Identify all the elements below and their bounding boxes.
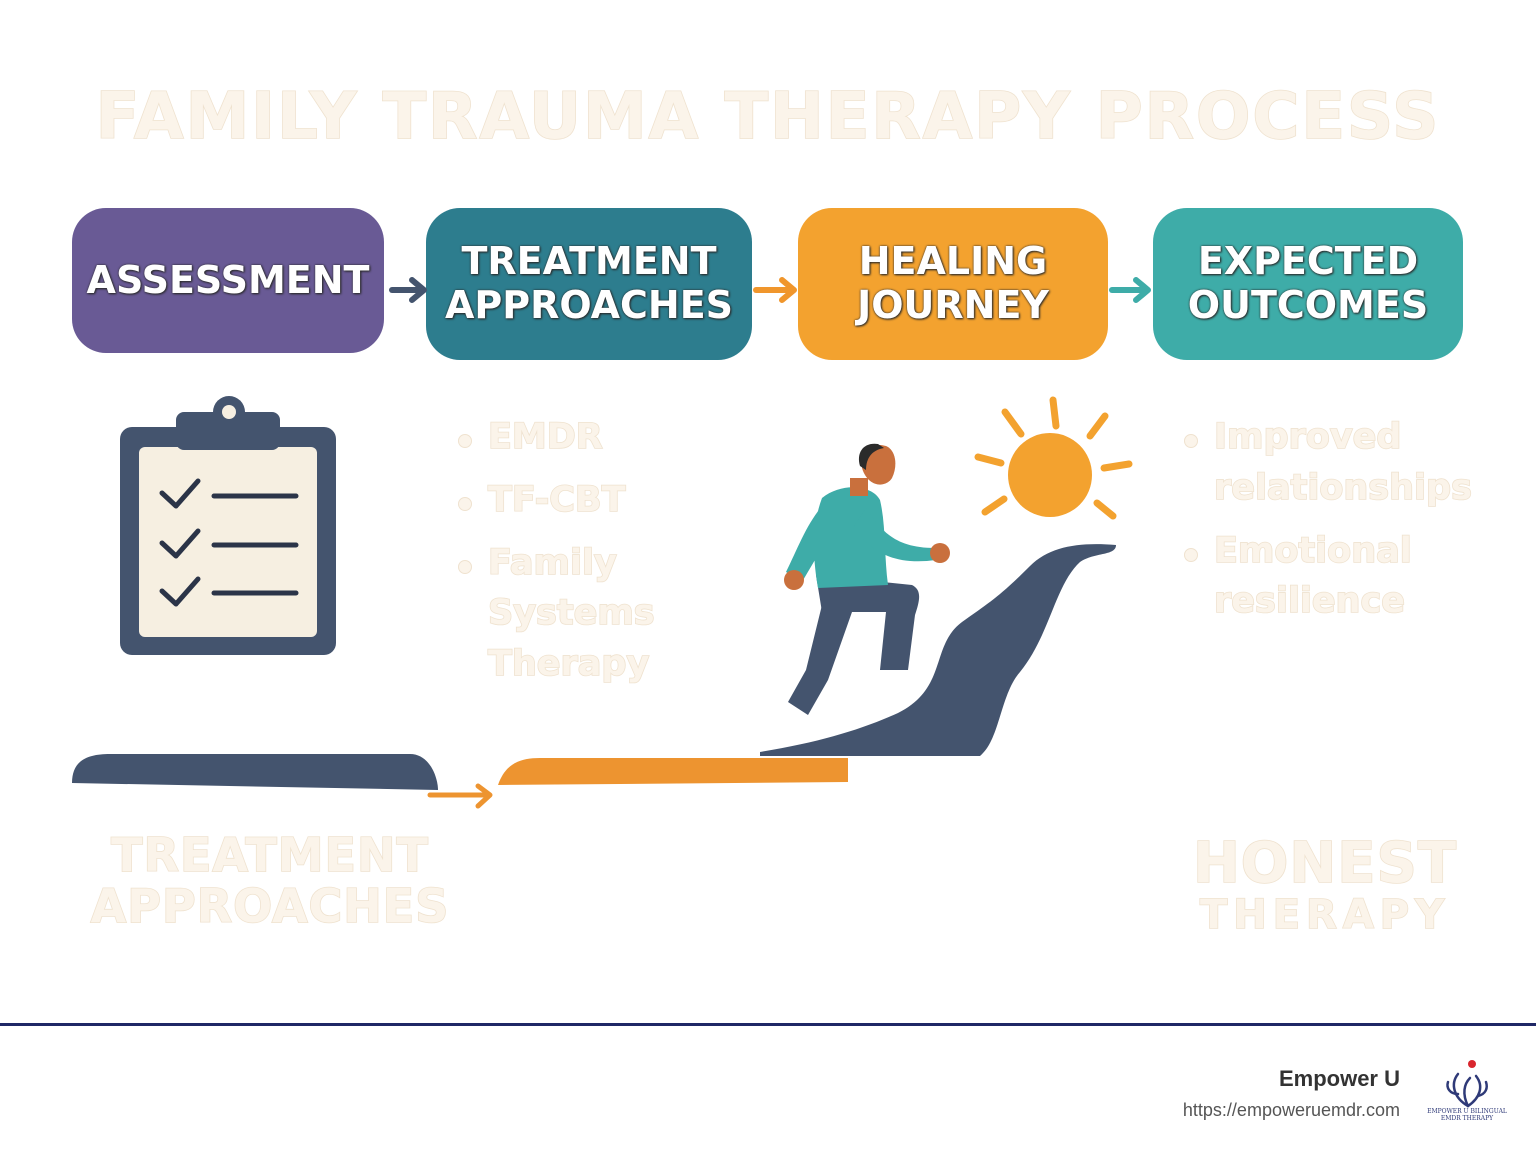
step-healing-label: HEALING JOURNEY xyxy=(857,239,1049,327)
diagram-title: FAMILY TRAUMA THERAPY PROCESS xyxy=(95,79,1441,155)
footer-url[interactable]: https://empoweruemdr.com xyxy=(1182,1100,1400,1120)
bullet-dot xyxy=(458,559,472,574)
arrow-icon xyxy=(389,277,1151,303)
list-item: TF-CBT xyxy=(458,475,778,526)
step-treatment-approaches: TREATMENT APPROACHES xyxy=(426,208,752,360)
list-item: Improved relationships xyxy=(1184,412,1474,514)
person-climbing-icon xyxy=(784,443,950,715)
logo-caption: EMPOWER U BILINGUAL EMDR THERAPY xyxy=(1427,1108,1507,1123)
bottom-treatment-label: TREATMENT APPROACHES xyxy=(90,828,450,933)
list-item: EMDR xyxy=(458,412,778,463)
diagram-illustrations xyxy=(72,277,1151,809)
step-assessment: ASSESSMENT xyxy=(72,208,384,353)
list-item: Family Systems Therapy xyxy=(458,538,778,690)
step-expected-outcomes: EXPECTED OUTCOMES xyxy=(1153,208,1463,360)
bullet-dot xyxy=(1184,434,1198,448)
list-item: Emotional resilience xyxy=(1184,526,1474,628)
therapy-label: THERAPY xyxy=(1199,891,1451,938)
bullet-dot xyxy=(1184,547,1198,562)
path-icon xyxy=(72,544,1116,809)
bullet-dot xyxy=(458,496,472,511)
bottom-honest-therapy: HONEST THERAPY xyxy=(1180,831,1470,938)
outcomes-list: Improved relationships Emotional resilie… xyxy=(1184,412,1474,639)
step-assessment-label: ASSESSMENT xyxy=(86,257,370,302)
lotus-logo-icon xyxy=(1446,1060,1488,1108)
footer-brand-name: Empower U xyxy=(1278,1066,1400,1091)
footer-divider xyxy=(0,1023,1536,1026)
clipboard-icon xyxy=(120,396,336,655)
honest-label: HONEST xyxy=(1192,831,1458,896)
sun-icon xyxy=(974,396,1133,520)
step-treatment-label: TREATMENT APPROACHES xyxy=(444,239,734,327)
step-healing-journey: HEALING JOURNEY xyxy=(798,208,1108,360)
step-outcomes-label: EXPECTED OUTCOMES xyxy=(1187,239,1429,327)
bullet-dot xyxy=(458,434,472,448)
treatment-list: EMDR TF-CBT Family Systems Therapy xyxy=(458,412,778,702)
